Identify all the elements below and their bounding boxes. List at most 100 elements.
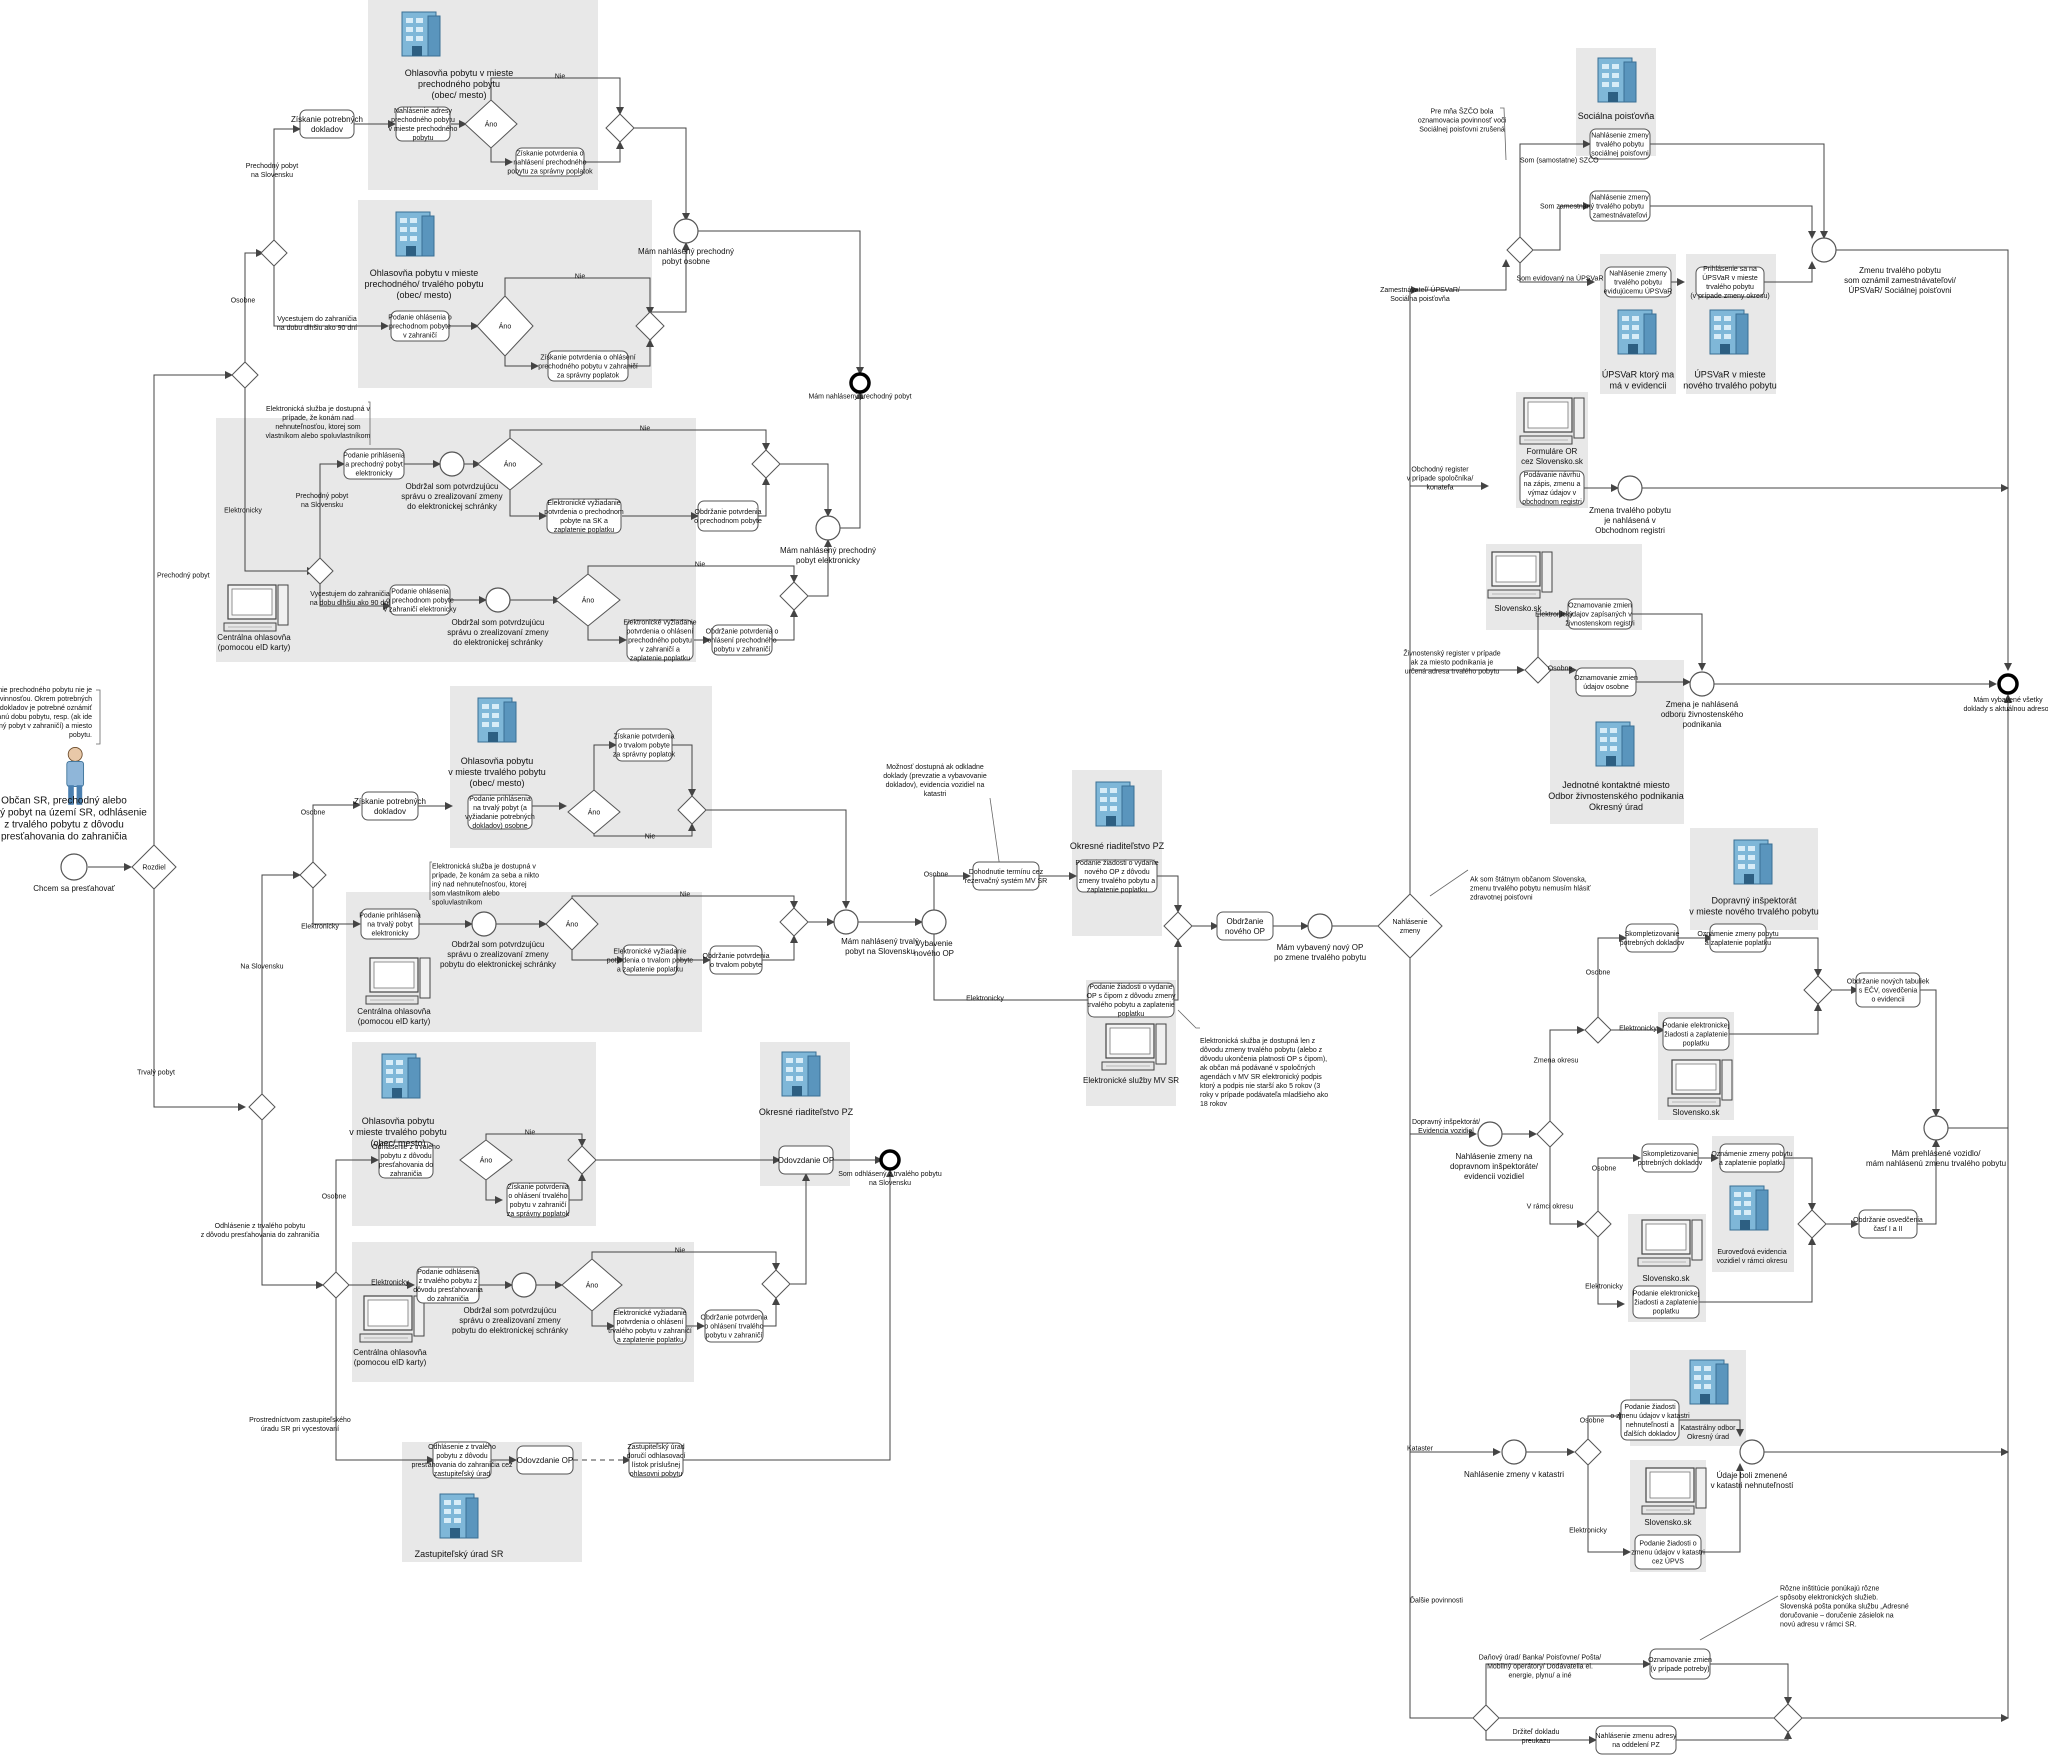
task-odhlasenie-el[interactable] [416, 1266, 480, 1304]
task-oznamovanie-zmien[interactable] [1649, 1648, 1711, 1680]
event-obdrzal-4[interactable] [511, 1272, 537, 1298]
gateway-merge-7[interactable] [567, 1145, 597, 1175]
event-zmena-or[interactable] [1617, 475, 1643, 501]
event-mam-vozidlo[interactable] [1923, 1115, 1949, 1141]
gateway-zmena-okresu[interactable] [1584, 1016, 1612, 1044]
task-osvedcenie[interactable] [1858, 1209, 1918, 1239]
gateway-dalsie[interactable] [1472, 1704, 1500, 1732]
gateway-merge-4[interactable] [779, 581, 809, 611]
task-zmena-sp[interactable] [1589, 128, 1651, 160]
gateway-elektronicky-prechodny[interactable] [306, 557, 334, 585]
gateway-prechodny[interactable] [231, 361, 259, 389]
task-potvrdenie-odhlasenie[interactable] [506, 1182, 570, 1218]
task-kataster-el[interactable] [1634, 1534, 1702, 1570]
task-zmena-pz[interactable] [1595, 1725, 1677, 1755]
condition-gateway[interactable] [567, 789, 621, 835]
gateway-nahlasenie-zmeny[interactable] [1377, 893, 1443, 959]
condition-gateway[interactable] [459, 1139, 513, 1181]
task-obdrzanie-zahranicie[interactable] [711, 624, 773, 656]
gateway-odhlasenie[interactable] [322, 1271, 350, 1299]
task-dohodnutie-terminu[interactable] [972, 861, 1040, 891]
task-ohlasenie-elektronicky[interactable] [389, 584, 451, 616]
task-el-ziadost-2[interactable] [1632, 1285, 1700, 1319]
task-obdrzanie-odhlasenie[interactable] [704, 1309, 764, 1343]
gateway-kataster[interactable] [1574, 1438, 1602, 1466]
task-ziskanie-dokladov-trvaly[interactable] [361, 791, 419, 821]
condition-gateway[interactable] [464, 99, 518, 149]
event-obdrzal-1[interactable] [439, 451, 465, 477]
gateway-merge-2[interactable] [635, 311, 665, 341]
task-prihlasenie-osobne[interactable] [467, 794, 533, 830]
task-potvrdenie-trvaly[interactable] [615, 728, 673, 762]
task-skompletizovanie-2[interactable] [1641, 1143, 1699, 1173]
gateway-merge-dalsie[interactable] [1773, 1703, 1803, 1733]
event-kataster[interactable] [1501, 1439, 1527, 1465]
gateway-zivnostensky[interactable] [1524, 656, 1552, 684]
task-obdrzanie-op[interactable] [1216, 911, 1274, 941]
task-prihlasenie-elektronicky[interactable] [343, 448, 405, 480]
gateway-na-slovensku[interactable] [299, 861, 327, 889]
event-udaje[interactable] [1739, 1439, 1765, 1465]
task-odhlasenie-zastupitelsky[interactable] [432, 1441, 492, 1479]
task-op-cip[interactable] [1087, 982, 1175, 1018]
task-vyziadanie-prechodny[interactable] [546, 498, 622, 534]
condition-gateway[interactable] [476, 295, 534, 357]
end-event-all[interactable] [1997, 673, 2019, 695]
task-nahlasenie-adresy[interactable] [395, 106, 451, 142]
gateway-merge-5[interactable] [677, 795, 707, 825]
event-mam-prechodny-osobne[interactable] [673, 218, 699, 244]
task-oznamenie-di-2[interactable] [1719, 1143, 1785, 1173]
event-zmena-zr[interactable] [1689, 671, 1715, 697]
task-vyziadanie-zahranicie[interactable] [626, 619, 694, 661]
task-ziadost-op[interactable] [1076, 859, 1158, 893]
task-tabulky-ecv[interactable] [1855, 972, 1921, 1008]
task-ziskanie-dokladov[interactable] [299, 109, 355, 139]
condition-gateway[interactable] [545, 897, 599, 951]
event-obdrzal-3[interactable] [471, 911, 497, 937]
task-zivnostensky-el[interactable] [1567, 598, 1633, 630]
task-obdrzanie-prechodny[interactable] [697, 500, 759, 532]
task-vyziadanie-odhlasenie[interactable] [613, 1307, 687, 1345]
event-vybavenie-op[interactable] [921, 909, 947, 935]
event-nahlasenie-di[interactable] [1477, 1121, 1503, 1147]
condition-gateway[interactable] [555, 573, 621, 627]
gateway-trvaly[interactable] [248, 1093, 276, 1121]
gateway-merge-di-2[interactable] [1797, 1209, 1827, 1239]
task-potvrdenie-prechodny[interactable] [515, 147, 585, 177]
event-mam-op[interactable] [1307, 913, 1333, 939]
task-zu-dorucuje[interactable] [628, 1442, 684, 1478]
gateway-merge-1[interactable] [605, 113, 635, 143]
gateway-osobne-prechodny[interactable] [260, 239, 288, 267]
gateway-merge-3[interactable] [751, 449, 781, 479]
gateway-merge-8[interactable] [761, 1269, 791, 1299]
event-obdrzal-2[interactable] [485, 587, 511, 613]
task-prihlasenie-trvaly-el[interactable] [360, 908, 420, 940]
gateway-merge-6[interactable] [779, 907, 809, 937]
task-odovzdanie-op-zu[interactable] [516, 1445, 574, 1475]
gateway-decide[interactable] [131, 844, 177, 890]
event-zmena-sp[interactable] [1811, 237, 1837, 263]
end-event-prechodny[interactable] [849, 372, 871, 394]
task-odovzdanie-op[interactable] [778, 1145, 834, 1175]
task-odhlasenie-osobne[interactable] [378, 1141, 434, 1179]
task-oznamenie-di-1[interactable] [1709, 923, 1767, 953]
start-event-circle[interactable] [60, 853, 88, 881]
task-el-ziadost-1[interactable] [1662, 1017, 1730, 1051]
gateway-zamestnavatel[interactable] [1506, 236, 1534, 264]
task-zivnostensky-osobne[interactable] [1575, 667, 1637, 697]
task-zmena-zamestnavatel[interactable] [1589, 190, 1651, 222]
event-prechodny-elektronicky[interactable] [815, 515, 841, 541]
task-prihlasenie-upsvar[interactable] [1695, 266, 1765, 298]
task-obchodny-register[interactable] [1519, 470, 1585, 506]
gateway-merge-di-1[interactable] [1803, 975, 1833, 1005]
task-obdrzanie-trvaly[interactable] [709, 945, 763, 975]
condition-gateway[interactable] [561, 1258, 623, 1312]
gateway-di[interactable] [1536, 1120, 1564, 1148]
task-potvrdenie-zahranicie[interactable] [547, 350, 629, 382]
condition-gateway[interactable] [477, 437, 543, 491]
event-mam-trvaly[interactable] [833, 909, 859, 935]
task-ohlasenie-zahranicie[interactable] [390, 310, 450, 342]
gateway-v-ramci[interactable] [1584, 1210, 1612, 1238]
task-zmena-upsvar[interactable] [1604, 266, 1672, 298]
task-skompletizovanie-1[interactable] [1625, 923, 1679, 953]
